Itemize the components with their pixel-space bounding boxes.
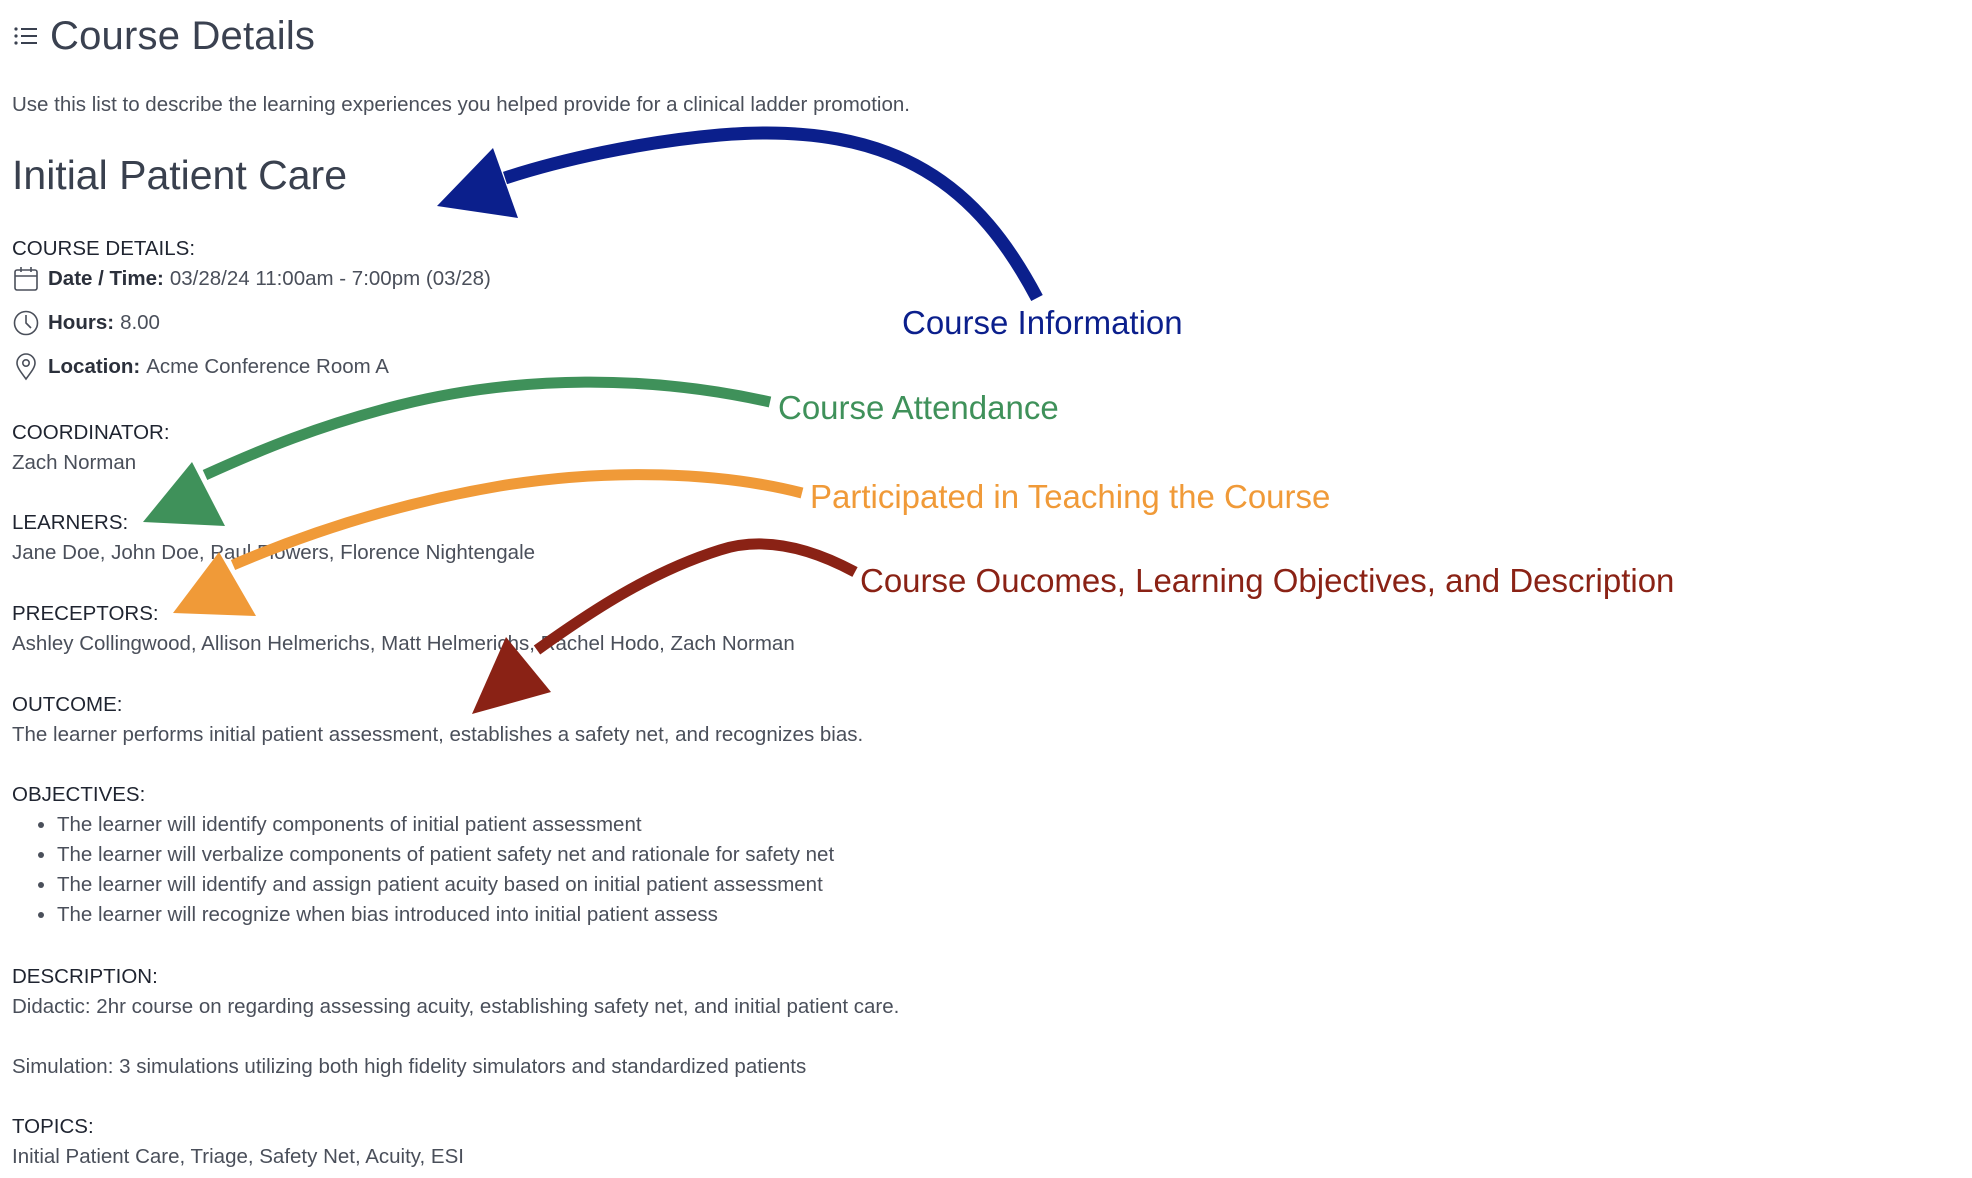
hours-key: Hours: bbox=[48, 311, 115, 334]
description-simulation: Simulation: 3 simulations utilizing both… bbox=[12, 1055, 807, 1078]
objective-item: The learner will identify and assign pat… bbox=[57, 870, 834, 900]
date-time-value: 03/28/24 11:00am - 7:00pm (03/28) bbox=[169, 267, 491, 290]
course-attendance-arrowhead bbox=[143, 462, 225, 526]
page-title: Course Details bbox=[50, 13, 316, 58]
course-information-arrow bbox=[502, 126, 1043, 302]
learners-value: Jane Doe, John Doe, Paul Flowers, Floren… bbox=[12, 541, 536, 564]
location-row: Location: Acme Conference Room A bbox=[12, 353, 389, 381]
date-time-key: Date / Time: bbox=[48, 267, 164, 290]
list-icon bbox=[14, 27, 37, 45]
location-pin-icon bbox=[16, 353, 36, 381]
objective-item: The learner will recognize when bias int… bbox=[57, 900, 834, 930]
annotation-outcomes: Course Oucomes, Learning Objectives, and… bbox=[860, 562, 1675, 599]
intro-text: Use this list to describe the learning e… bbox=[12, 93, 910, 116]
calendar-icon bbox=[14, 267, 38, 291]
hours-row: Hours: 8.00 bbox=[12, 309, 160, 337]
preceptors-label: PRECEPTORS: bbox=[12, 602, 159, 625]
outcome-value: The learner performs initial patient ass… bbox=[12, 723, 864, 746]
location-value: Acme Conference Room A bbox=[146, 355, 389, 378]
objective-item: The learner will identify components of … bbox=[57, 810, 834, 840]
location-key: Location: bbox=[48, 355, 141, 378]
course-title: Initial Patient Care bbox=[12, 152, 348, 198]
objectives-label: OBJECTIVES: bbox=[12, 783, 146, 806]
hours-value: 8.00 bbox=[120, 311, 160, 334]
annotation-course-information: Course Information bbox=[902, 304, 1183, 341]
course-information-arrowhead bbox=[437, 148, 518, 218]
description-didactic: Didactic: 2hr course on regarding assess… bbox=[12, 995, 900, 1018]
page-header: Course Details bbox=[12, 14, 315, 58]
course-details-label: COURSE DETAILS: bbox=[12, 237, 196, 260]
learners-label: LEARNERS: bbox=[12, 511, 129, 534]
preceptors-value: Ashley Collingwood, Allison Helmerichs, … bbox=[12, 632, 795, 655]
date-time-row: Date / Time: 03/28/24 11:00am - 7:00pm (… bbox=[12, 265, 491, 293]
objectives-list: The learner will identify components of … bbox=[12, 810, 834, 930]
objective-item: The learner will verbalize components of… bbox=[57, 840, 834, 870]
description-label: DESCRIPTION: bbox=[12, 965, 158, 988]
topics-value: Initial Patient Care, Triage, Safety Net… bbox=[12, 1145, 464, 1168]
clock-icon bbox=[13, 310, 39, 336]
annotation-course-attendance: Course Attendance bbox=[778, 389, 1059, 426]
annotation-teaching: Participated in Teaching the Course bbox=[810, 478, 1331, 515]
coordinator-label: COORDINATOR: bbox=[12, 421, 170, 444]
topics-label: TOPICS: bbox=[12, 1115, 94, 1138]
course-attendance-arrow bbox=[202, 376, 772, 481]
outcome-label: OUTCOME: bbox=[12, 693, 123, 716]
coordinator-value: Zach Norman bbox=[12, 451, 137, 474]
